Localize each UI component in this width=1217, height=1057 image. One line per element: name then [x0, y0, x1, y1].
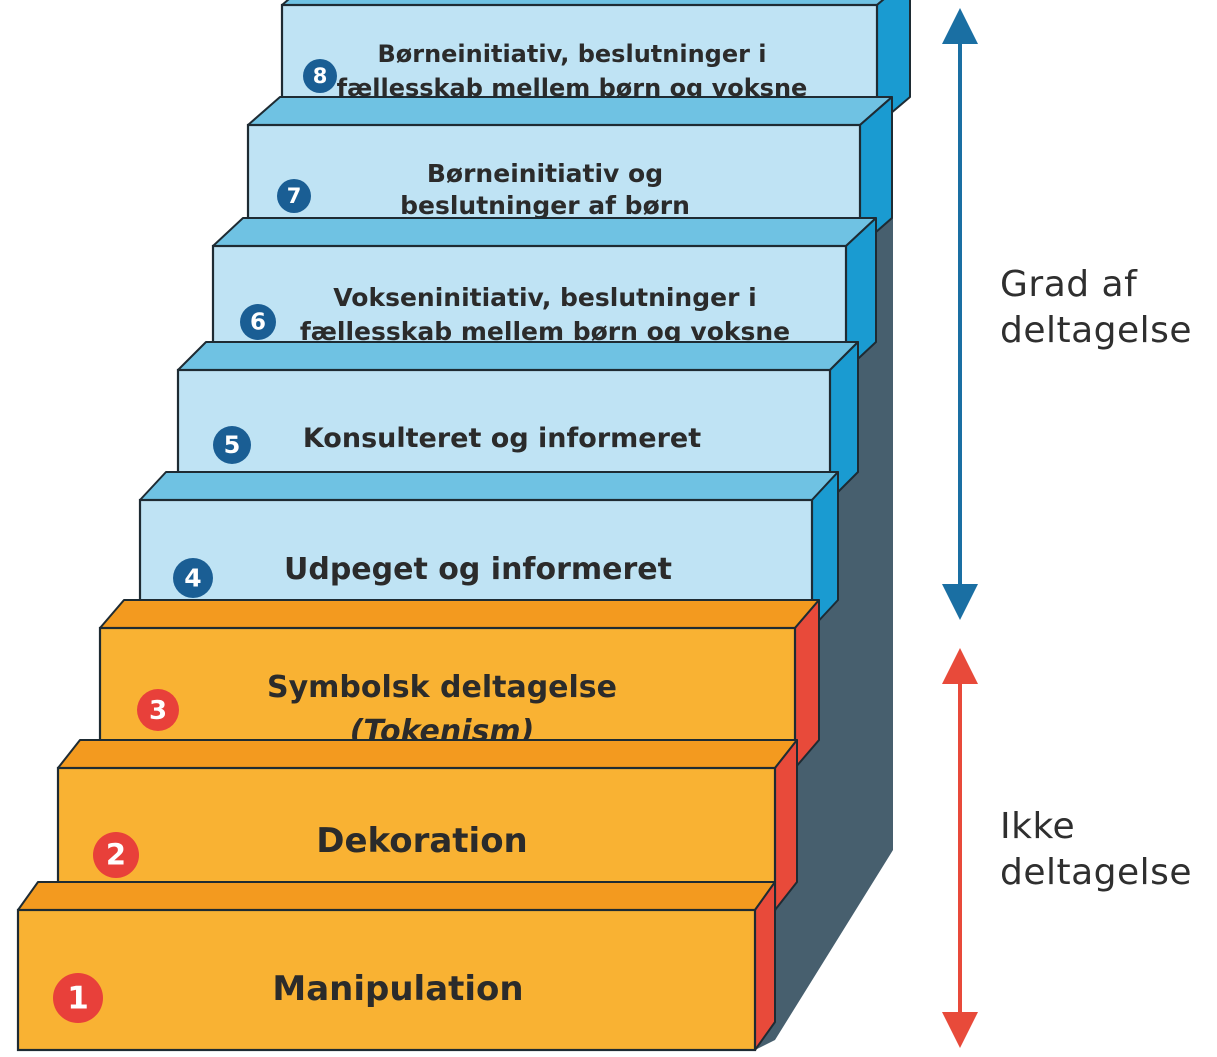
badge-circle: [173, 558, 213, 598]
step-label-line: Dekoration: [316, 821, 528, 861]
participation-arrow: [942, 8, 978, 620]
step-label-line: beslutninger af børn: [400, 191, 690, 220]
participation-label: Grad af deltagelse: [1000, 262, 1192, 354]
step-label-line: Symbolsk deltagelse: [267, 670, 617, 705]
non-participation-arrow: [942, 648, 978, 1048]
step-number: 7: [287, 184, 302, 208]
step-number-badge: 6: [240, 304, 276, 340]
badge-circle: [137, 689, 179, 731]
step-top-face: [139, 471, 839, 501]
step-side-face: [774, 739, 798, 911]
badge-circle: [240, 304, 276, 340]
step-side-face: [754, 881, 776, 1051]
step-number-badge: 5: [213, 426, 251, 464]
step-front-face: [16, 908, 757, 1052]
step-side-face: [794, 599, 820, 769]
ladder-step-1: 1 Manipulation: [16, 881, 776, 1052]
step-number-badge: 7: [277, 179, 311, 213]
step-top-face: [17, 881, 776, 911]
badge-circle: [303, 59, 337, 93]
step-top-face: [212, 217, 877, 247]
step-number: 1: [67, 981, 89, 1017]
badge-circle: [53, 973, 103, 1023]
step-top-face: [247, 96, 893, 126]
step-number-badge: 1: [53, 973, 103, 1023]
step-number: 4: [184, 563, 201, 592]
step-top-face: [99, 599, 820, 629]
step-number: 5: [224, 431, 241, 459]
non-participation-label-line1: Ikke: [1000, 806, 1076, 847]
step-number-badge: 4: [173, 558, 213, 598]
step-number-badge: 3: [137, 689, 179, 731]
step-number: 2: [106, 838, 126, 872]
step-label-line: Børneinitiativ og: [427, 159, 663, 188]
step-number-badge: 2: [93, 832, 139, 878]
step-label-line: Udpeget og informeret: [284, 552, 672, 587]
step-label-line: Børneinitiativ, beslutninger i: [377, 40, 766, 68]
badge-circle: [213, 426, 251, 464]
step-number: 8: [313, 64, 328, 88]
step-label-line: Vokseninitiativ, beslutninger i: [333, 283, 756, 312]
participation-label-line1: Grad af: [1000, 264, 1138, 305]
step-top-face: [57, 739, 798, 769]
step-number: 3: [149, 696, 167, 726]
step-label-line: Manipulation: [272, 969, 523, 1009]
badge-circle: [93, 832, 139, 878]
badge-circle: [277, 179, 311, 213]
step-top-face: [177, 341, 859, 371]
step-number-badge: 8: [303, 59, 337, 93]
step-number: 6: [250, 310, 266, 336]
non-participation-label: Ikke deltagelse: [1000, 804, 1192, 896]
participation-label-line2: deltagelse: [1000, 310, 1193, 351]
scale-arrows: [942, 8, 978, 1048]
step-label-line: Konsulteret og informeret: [303, 423, 701, 454]
non-participation-label-line2: deltagelse: [1000, 852, 1193, 893]
